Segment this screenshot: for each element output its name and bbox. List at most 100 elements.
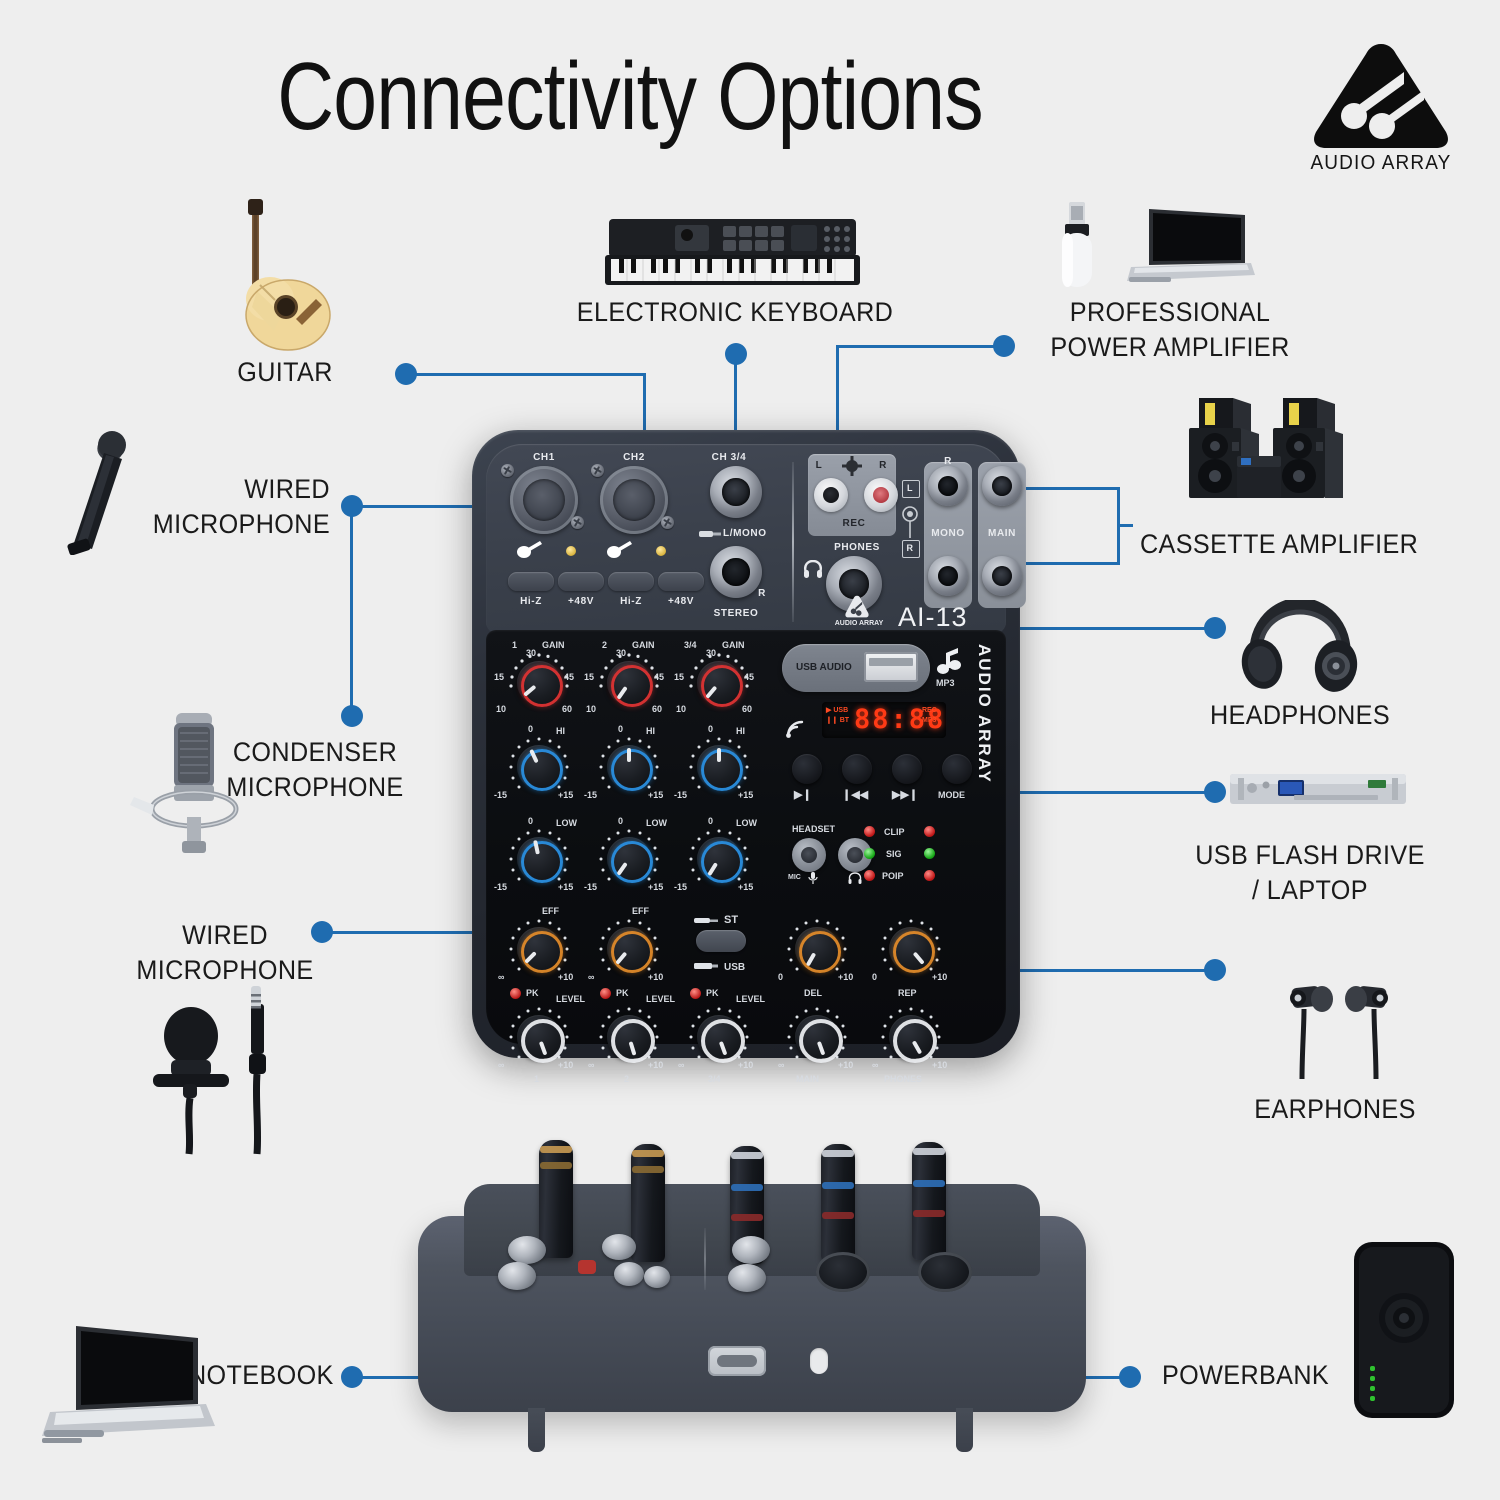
knob-level-34[interactable] (688, 1006, 750, 1068)
combo-jack-ch1[interactable] (510, 466, 578, 534)
wire-headphones (877, 627, 1207, 630)
scale-gain34-45: 45 (744, 672, 755, 682)
earphones-image (1290, 986, 1388, 1080)
button-hiz-2[interactable] (608, 572, 654, 591)
label-mode: MODE (938, 790, 965, 800)
label-level-34: LEVEL (736, 994, 766, 1004)
knob-level-1[interactable] (508, 1006, 570, 1068)
scale-gain34-15: 15 (674, 672, 685, 682)
wire-wiredmic-top (352, 505, 532, 508)
scale-low1-max: +15 (558, 882, 574, 892)
button-prev[interactable] (842, 754, 872, 784)
front-button-red (578, 1260, 596, 1274)
mixer-model-name: AI-13 (898, 602, 968, 632)
knob-phones-level[interactable] (880, 1006, 942, 1068)
label-strip1-bottom: 1 (534, 1074, 540, 1084)
led-sig-left (864, 848, 875, 859)
knob-del[interactable] (786, 918, 848, 980)
jack-mono-r[interactable] (928, 466, 968, 506)
front-usb-port[interactable] (708, 1346, 766, 1376)
label-usb-flash-drive-laptop: USB FLASH DRIVE / LAPTOP (1195, 840, 1425, 906)
jack-main-r[interactable] (982, 466, 1022, 506)
label-eff-1: EFF (542, 906, 559, 916)
rca-jack-left[interactable] (814, 478, 848, 512)
scale-level2-min: ∞ (588, 1060, 595, 1070)
label-professional-power-amplifier: PROFESSIONAL POWER AMPLIFIER (1050, 297, 1290, 363)
label-mono-r: R (944, 456, 952, 467)
scale-gain1-30: 30 (526, 648, 537, 658)
button-st-usb[interactable] (696, 930, 746, 952)
mixer-control-panel: 1 GAIN 2 GAIN 3/4 GAIN 15 30 45 10 60 15… (486, 630, 1006, 1084)
headphones-image (1241, 600, 1358, 692)
button-phantom-2[interactable] (658, 572, 704, 591)
jack-main-l[interactable] (982, 556, 1022, 596)
combo-jack-ch2[interactable] (600, 466, 668, 534)
tag-main-r: R (902, 540, 920, 558)
knob-hi-1[interactable] (508, 736, 570, 798)
dot-guitar (395, 363, 417, 385)
dot-powerbank (1119, 1366, 1141, 1388)
mixer-front-view (418, 1140, 1086, 1452)
knob-eff-2[interactable] (598, 918, 660, 980)
button-phantom-1[interactable] (558, 572, 604, 591)
knob-gain-2[interactable] (598, 652, 660, 714)
scale-gain1-10: 10 (496, 704, 507, 714)
label-main-out: MAIN (988, 528, 1016, 539)
jack-stereo[interactable] (710, 546, 762, 598)
usb-port[interactable] (864, 652, 918, 682)
scale-low1-min: -15 (494, 882, 508, 892)
label-powerbank: POWERBANK (1162, 1360, 1330, 1390)
scale-main-max: +10 (838, 1060, 854, 1070)
knob-gain-1[interactable] (508, 652, 570, 714)
button-mode[interactable] (942, 754, 972, 784)
scale-gain2-10: 10 (586, 704, 597, 714)
bluetooth-wireless-icon (786, 720, 804, 738)
led-clip-right (924, 826, 935, 837)
scale-hi1-0: 0 (528, 724, 534, 734)
display-ind-left: ▶ USB ❙❙ BT (826, 707, 850, 725)
knob-low-1[interactable] (508, 828, 570, 890)
knob-rep[interactable] (880, 918, 942, 980)
knob-hi-2[interactable] (598, 736, 660, 798)
scale-hi2-max: +15 (648, 790, 664, 800)
button-next[interactable] (892, 754, 922, 784)
knob-main-level[interactable] (786, 1006, 848, 1068)
button-hiz-1[interactable] (508, 572, 554, 591)
front-foot-left (528, 1408, 545, 1452)
label-level-1: LEVEL (556, 994, 586, 1004)
scale-low1-0: 0 (528, 816, 534, 826)
knob-gain-34[interactable] (688, 652, 750, 714)
dot-notebook (341, 1366, 363, 1388)
led-phantom-2 (656, 546, 666, 556)
led-poip-left (864, 870, 875, 881)
scale-phones-max: +10 (932, 1060, 948, 1070)
headphone-small-icon (848, 872, 862, 884)
rca-jack-right[interactable] (864, 478, 898, 512)
button-play-pause[interactable] (792, 754, 822, 784)
front-foot-right (956, 1408, 973, 1452)
scale-main-min: ∞ (778, 1060, 785, 1070)
mixer-mini-logo-icon (845, 595, 869, 618)
knob-low-2[interactable] (598, 828, 660, 890)
label-play-pause: ▶❙ (794, 789, 812, 801)
label-mono: MONO (931, 528, 965, 539)
front-vent-hole (810, 1348, 828, 1374)
knob-low-34[interactable] (688, 828, 750, 890)
scale-hi34-0: 0 (708, 724, 714, 734)
label-headset-mic: MIC (788, 874, 801, 881)
jack-lmono[interactable] (710, 466, 762, 518)
label-low-1: LOW (556, 818, 577, 828)
label-ch34: CH 3/4 (711, 452, 747, 463)
knob-hi-34[interactable] (688, 736, 750, 798)
mic-icon (808, 872, 818, 884)
jack-mono-l[interactable] (928, 556, 968, 596)
wire-cassette-bottom (1000, 562, 1120, 565)
jack-headset-phones[interactable] (838, 838, 872, 872)
knob-level-2[interactable] (598, 1006, 660, 1068)
scale-low34-min: -15 (674, 882, 688, 892)
label-phantom-1: +48V (567, 596, 595, 607)
label-rec-l: L (815, 460, 823, 471)
knob-eff-1[interactable] (508, 918, 570, 980)
scale-gain2-30: 30 (616, 648, 627, 658)
jack-headset-mic[interactable] (792, 838, 826, 872)
